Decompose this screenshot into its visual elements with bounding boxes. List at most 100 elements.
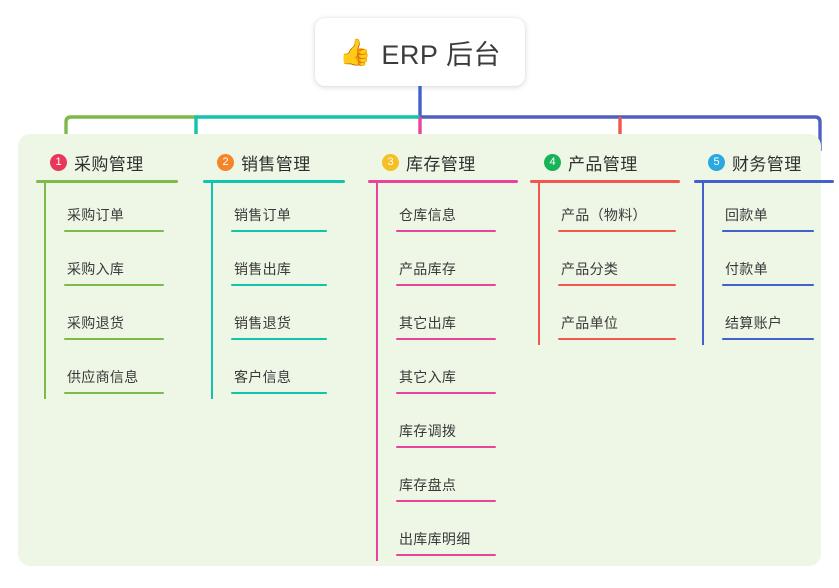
- branch-item-inner: 销售订单: [231, 205, 355, 237]
- branch-underline: [36, 180, 178, 183]
- branch-item-label: 销售订单: [234, 207, 292, 223]
- branch-item[interactable]: 客户信息: [211, 345, 355, 399]
- branch-item-underline: [558, 230, 676, 232]
- branch-item-inner: 库存盘点: [396, 475, 528, 507]
- branch-item-underline: [396, 500, 496, 502]
- branch-item-label: 付款单: [725, 261, 768, 277]
- branch-item-inner: 仓库信息: [396, 205, 528, 237]
- branch-spine: [702, 183, 704, 345]
- branch-header-5[interactable]: 5 财务管理: [694, 148, 839, 176]
- branch-item-label: 采购入库: [67, 261, 125, 277]
- branch-item-underline: [64, 392, 164, 394]
- branch-item[interactable]: 回款单: [702, 183, 839, 237]
- branch-item-inner: 产品单位: [558, 313, 690, 345]
- branch-item-underline: [64, 338, 164, 340]
- branch-spine: [44, 183, 46, 399]
- branch-item-inner: 产品（物料）: [558, 205, 690, 237]
- branch-item-underline: [396, 284, 496, 286]
- branch-item-label: 其它出库: [399, 315, 457, 331]
- branch-spine: [538, 183, 540, 345]
- branch-item-list: 销售订单销售出库销售退货客户信息: [203, 183, 355, 399]
- root-node[interactable]: 👍 ERP 后台: [315, 18, 525, 86]
- branch-item-label: 库存盘点: [399, 477, 457, 493]
- branch-item[interactable]: 其它出库: [376, 291, 528, 345]
- branch-item-inner: 出库库明细: [396, 529, 528, 561]
- branch-item-label: 库存调拨: [399, 423, 457, 439]
- branch-item[interactable]: 库存调拨: [376, 399, 528, 453]
- branch-item-label: 采购退货: [67, 315, 125, 331]
- branch-item-label: 产品单位: [561, 315, 619, 331]
- branch-item[interactable]: 库存盘点: [376, 453, 528, 507]
- branch-item-label: 采购订单: [67, 207, 125, 223]
- branch-title: 财务管理: [732, 154, 802, 174]
- branch-item-underline: [396, 338, 496, 340]
- branch-item-inner: 销售出库: [231, 259, 355, 291]
- branch-item-list: 产品（物料） 产品分类产品单位: [530, 183, 690, 345]
- branch-item[interactable]: 付款单: [702, 237, 839, 291]
- branch-item[interactable]: 仓库信息: [376, 183, 528, 237]
- branch-item[interactable]: 出库库明细: [376, 507, 528, 561]
- branch-item-label: 客户信息: [234, 369, 292, 385]
- branch-item-inner: 产品分类: [558, 259, 690, 291]
- branch-item-underline: [722, 230, 814, 232]
- branch-underline: [530, 180, 680, 183]
- branch-item[interactable]: 采购退货: [44, 291, 188, 345]
- branch-item-inner: 回款单: [722, 205, 839, 237]
- branch-item-inner: 采购订单: [64, 205, 188, 237]
- branch-header-3[interactable]: 3 库存管理: [368, 148, 528, 176]
- branch-item-label: 仓库信息: [399, 207, 457, 223]
- branch-item-inner: 销售退货: [231, 313, 355, 345]
- branch-item[interactable]: 结算账户: [702, 291, 839, 345]
- branch-item-inner: 采购退货: [64, 313, 188, 345]
- branch-item-label: 销售出库: [234, 261, 292, 277]
- branch-item-inner: 其它出库: [396, 313, 528, 345]
- branch-item-inner: 采购入库: [64, 259, 188, 291]
- branch-item-underline: [396, 554, 496, 556]
- branch-item-underline: [558, 284, 676, 286]
- branch-number-badge: 4: [544, 153, 561, 171]
- branch-item[interactable]: 产品分类: [538, 237, 690, 291]
- branch-title: 库存管理: [406, 154, 476, 174]
- branch-item-label: 产品分类: [561, 261, 619, 277]
- branch-item-underline: [396, 446, 496, 448]
- branch-item[interactable]: 采购入库: [44, 237, 188, 291]
- branch-item-label: 销售退货: [234, 315, 292, 331]
- branch-number-badge: 3: [382, 153, 399, 171]
- branch-underline: [694, 180, 834, 183]
- branch-item[interactable]: 产品库存: [376, 237, 528, 291]
- branch-item-label: 产品库存: [399, 261, 457, 277]
- branch-item[interactable]: 采购订单: [44, 183, 188, 237]
- branch-item-list: 采购订单采购入库采购退货供应商信息: [36, 183, 188, 399]
- branch-underline: [203, 180, 345, 183]
- branch-item-underline: [722, 338, 814, 340]
- branch-item-label: 出库库明细: [399, 531, 471, 547]
- branch-item-underline: [396, 230, 496, 232]
- branch-column-5: 5 财务管理回款单付款单结算账户: [694, 148, 839, 345]
- branch-item[interactable]: 供应商信息: [44, 345, 188, 399]
- branch-item-underline: [231, 338, 327, 340]
- branch-item-label: 产品（物料）: [561, 207, 647, 223]
- branch-item[interactable]: 产品（物料）: [538, 183, 690, 237]
- branch-item-inner: 库存调拨: [396, 421, 528, 453]
- branch-number-badge: 5: [708, 153, 725, 171]
- branch-item-inner: 客户信息: [231, 367, 355, 399]
- branch-item[interactable]: 产品单位: [538, 291, 690, 345]
- branch-item[interactable]: 其它入库: [376, 345, 528, 399]
- branch-underline: [368, 180, 518, 183]
- branch-item[interactable]: 销售退货: [211, 291, 355, 345]
- branch-item-inner: 供应商信息: [64, 367, 188, 399]
- branch-item[interactable]: 销售出库: [211, 237, 355, 291]
- branch-item-inner: 结算账户: [722, 313, 839, 345]
- branch-item-underline: [64, 230, 164, 232]
- branch-item-underline: [558, 338, 676, 340]
- branch-item-inner: 付款单: [722, 259, 839, 291]
- branch-item-underline: [64, 284, 164, 286]
- branch-item[interactable]: 销售订单: [211, 183, 355, 237]
